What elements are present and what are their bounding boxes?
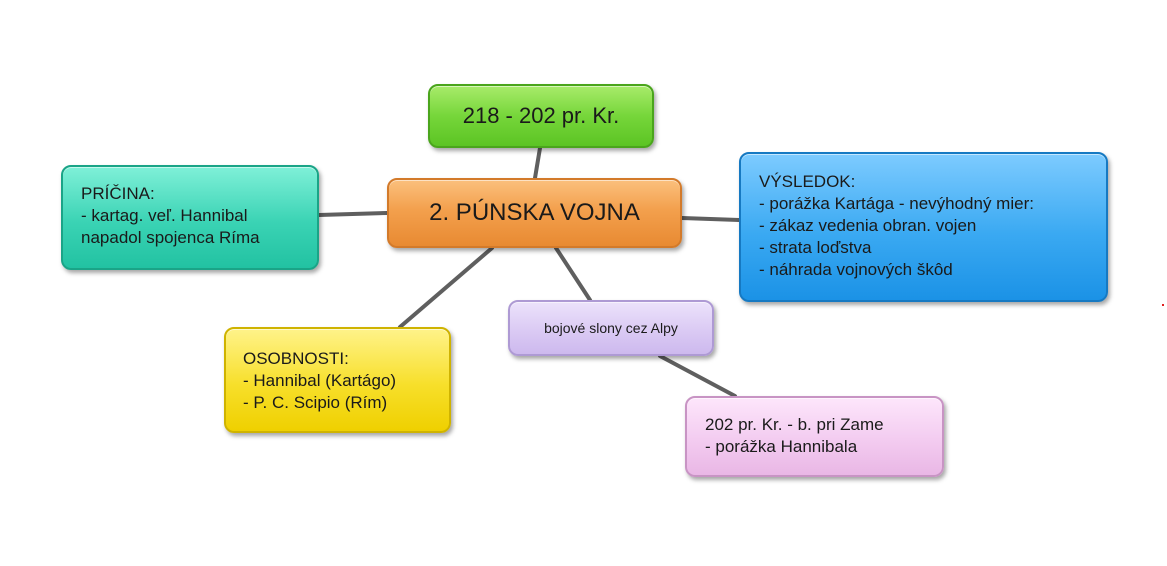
result-line: - zákaz vedenia obran. vojen [759,216,977,235]
stray-dot [1162,304,1164,306]
cause-heading: PRÍČINA: [81,184,155,203]
result-node[interactable]: VÝSLEDOK: - porážka Kartága - nevýhodný … [739,152,1108,302]
cause-line: napadol spojenca Ríma [81,228,260,247]
date-label: 218 - 202 pr. Kr. [462,103,620,128]
result-heading: VÝSLEDOK: [759,172,856,191]
connector-elephants-zama [658,354,737,398]
central-topic-label: 2. PÚNSKA VOJNA [429,199,640,226]
persons-line: - Hannibal (Kartágo) [243,371,397,390]
connector-center-date [533,146,542,180]
cause-line: - kartag. veľ. Hannibal [81,206,248,225]
cause-node[interactable]: PRÍČINA: - kartag. veľ. Hannibal napadol… [61,165,319,270]
result-line: - strata loďstva [759,238,872,257]
result-line: - náhrada vojnových škôd [759,260,953,279]
zama-line: 202 pr. Kr. - b. pri Zame [705,415,884,434]
central-topic-node[interactable]: 2. PÚNSKA VOJNA [387,178,682,248]
date-node[interactable]: 218 - 202 pr. Kr. [428,84,654,148]
result-line: - porážka Kartága - nevýhodný mier: [759,194,1034,213]
persons-node[interactable]: OSOBNOSTI: - Hannibal (Kartágo) - P. C. … [224,327,451,433]
connector-center-result [680,216,741,222]
connector-center-cause [317,211,389,217]
connector-center-persons [398,246,494,329]
persons-line: - P. C. Scipio (Rím) [243,393,388,412]
elephants-label: bojové slony cez Alpy [544,320,678,336]
zama-line: - porážka Hannibala [705,437,858,456]
elephants-node[interactable]: bojové slony cez Alpy [508,300,714,356]
persons-heading: OSOBNOSTI: [243,349,349,368]
zama-battle-node[interactable]: 202 pr. Kr. - b. pri Zame - porážka Hann… [685,396,944,477]
connector-center-elephants [554,246,592,302]
